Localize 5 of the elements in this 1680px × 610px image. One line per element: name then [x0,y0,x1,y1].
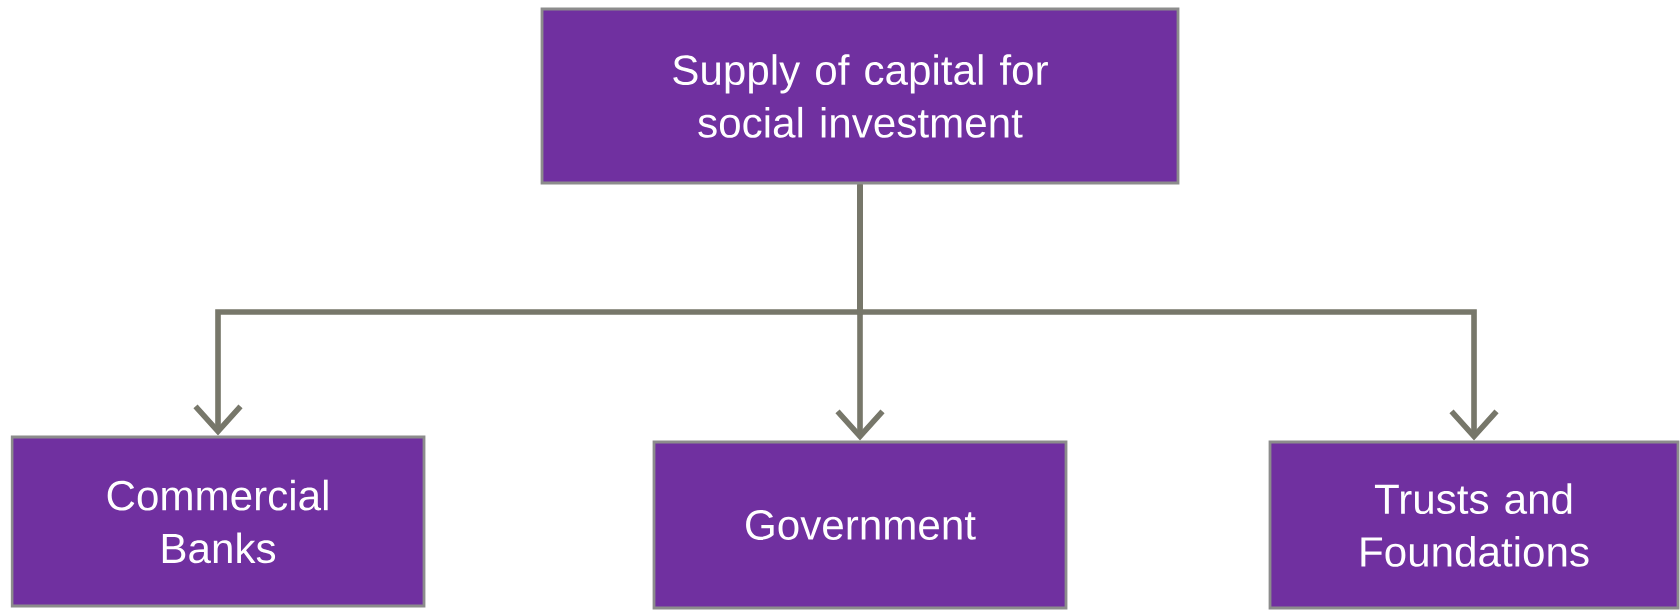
process-box: Commercial Banks [10,435,426,608]
process-box: Government [652,440,1068,610]
process-box: Trusts and Foundations [1268,440,1680,610]
arrow [857,184,1499,441]
process-box: Supply of capital for social investment [540,7,1180,185]
